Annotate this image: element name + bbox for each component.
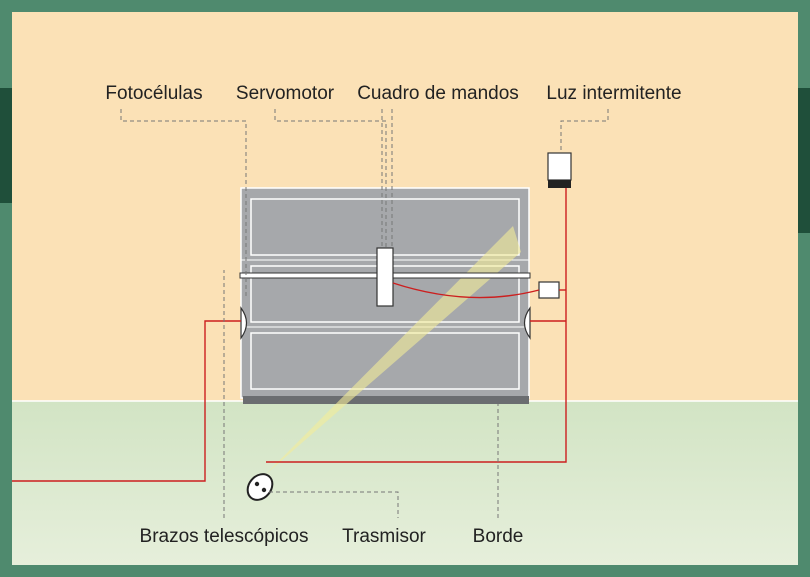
label-cuadro-de-mandos: Cuadro de mandos (357, 83, 519, 104)
transmitter-beam (265, 226, 521, 475)
remote-control-icon (246, 473, 274, 501)
frame-tab-right (798, 88, 810, 233)
frame-tab-left (0, 88, 12, 203)
photocell-left-icon (240, 306, 248, 340)
door-panel-3 (250, 332, 520, 390)
label-luz-intermitente: Luz intermitente (546, 83, 681, 104)
servomotor-unit (376, 247, 394, 307)
label-servomotor: Servomotor (236, 83, 335, 104)
label-trasmisor: Trasmisor (342, 526, 426, 547)
label-brazos-telescopicos: Brazos telescópicos (140, 526, 309, 547)
photocell-right-icon (523, 306, 531, 340)
door-bottom-edge (243, 396, 529, 404)
control-box (538, 281, 560, 299)
label-fotocelulas: Fotocélulas (105, 83, 202, 104)
flashing-light-icon (547, 152, 572, 188)
ground-background (12, 401, 798, 565)
label-borde: Borde (473, 526, 524, 547)
leader-lines (120, 109, 609, 518)
wiring (12, 188, 567, 482)
